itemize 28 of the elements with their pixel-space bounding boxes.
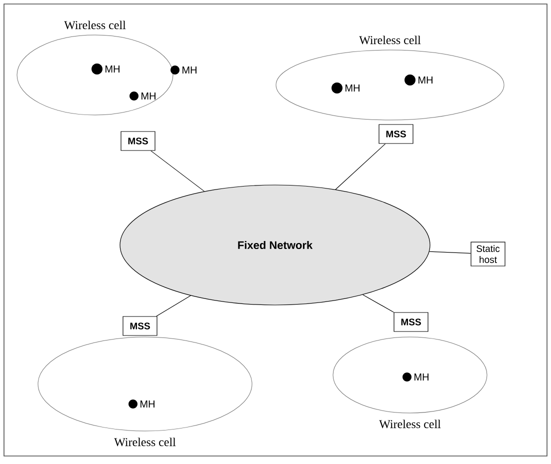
station-box: MSS — [120, 131, 156, 151]
node-label: MH — [142, 92, 156, 100]
station-box: MSS — [122, 316, 158, 336]
mobile-host: MH — [130, 92, 156, 100]
mobile-host: MH — [332, 82, 360, 94]
node-label: Wireless cell — [64, 20, 126, 30]
station-box: MSS — [378, 124, 414, 144]
connector-line — [429, 251, 471, 254]
mobile-host: MH — [402, 372, 428, 382]
connector-line — [150, 150, 205, 192]
node-label: MH — [182, 66, 196, 74]
station-box: MSS — [394, 312, 428, 332]
node-label: Wireless cell — [114, 438, 176, 446]
connector-line — [335, 144, 386, 190]
node-label: MH — [418, 76, 432, 84]
mobile-host: MH — [404, 74, 432, 86]
connector-line — [362, 294, 394, 313]
mobile-host: MH — [128, 400, 154, 408]
node-label: MH — [106, 66, 120, 72]
node-label: MH — [346, 84, 360, 92]
mobile-host: MH — [170, 66, 196, 74]
node-label: Wireless cell — [379, 420, 441, 428]
mobile-host: MH — [92, 64, 120, 74]
host-box: Static host — [470, 242, 506, 266]
connector-line — [156, 295, 191, 316]
node-label: MH — [140, 400, 154, 408]
node-label: Wireless cell — [359, 36, 421, 44]
node-label: MH — [414, 374, 428, 380]
